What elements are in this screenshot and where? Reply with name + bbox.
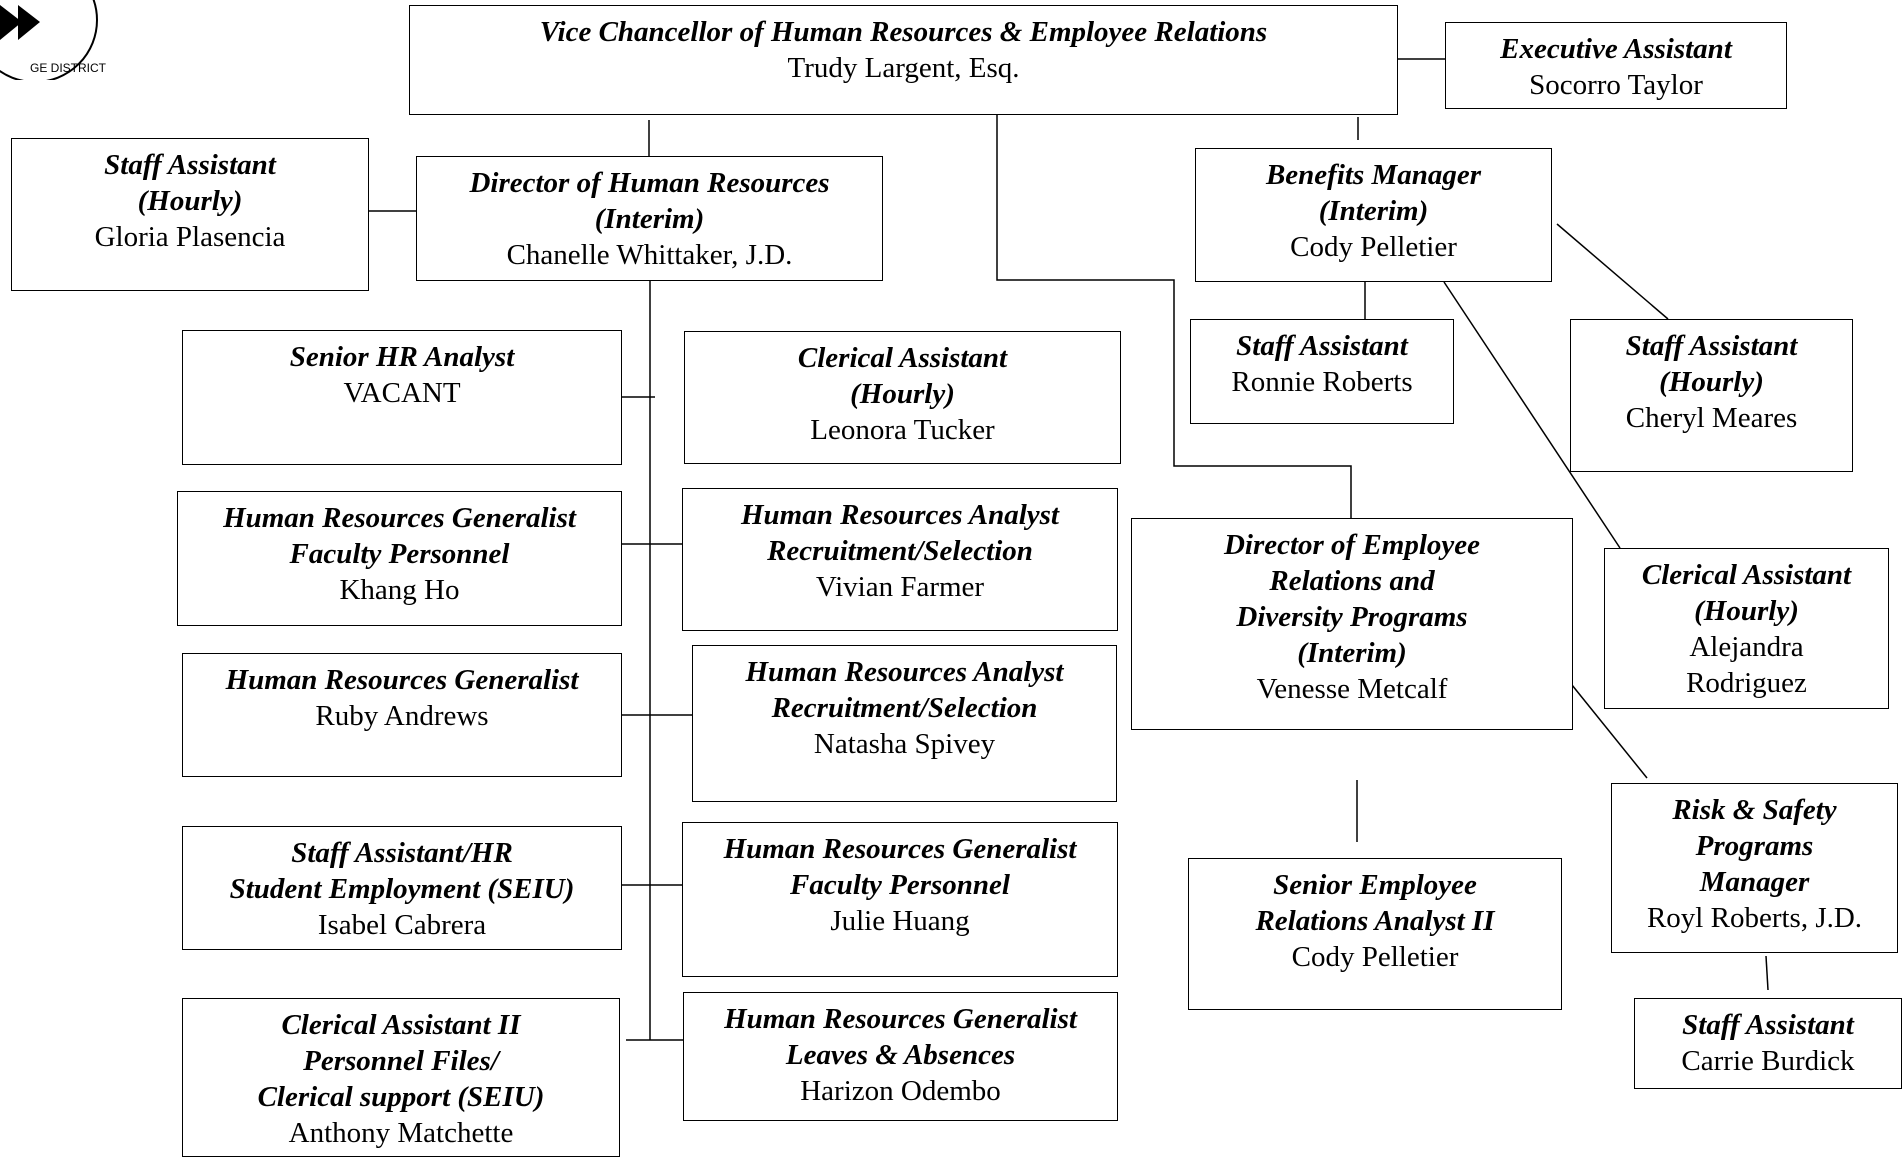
position-title: Vice Chancellor of Human Resources & Emp… xyxy=(539,16,1268,48)
position-benefits-mgr: Benefits Manager (Interim) Cody Pelletie… xyxy=(1195,148,1552,282)
position-name: Ronnie Roberts xyxy=(1231,366,1413,398)
position-dir-er: Director of Employee Relations and Diver… xyxy=(1131,518,1573,730)
position-title: Staff Assistant xyxy=(1236,330,1408,362)
position-title: Risk & Safety Programs Manager xyxy=(1672,794,1837,898)
position-clerical-alejandra: Clerical Assistant (Hourly) Alejandra Ro… xyxy=(1604,548,1889,709)
position-name: Leonora Tucker xyxy=(810,414,995,446)
position-title: Executive Assistant xyxy=(1500,33,1732,65)
position-name: Khang Ho xyxy=(339,574,460,606)
position-title: Staff Assistant xyxy=(1682,1009,1854,1041)
position-senior-hr-analyst: Senior HR Analyst VACANT xyxy=(182,330,622,465)
position-title: Staff Assistant (Hourly) xyxy=(104,149,276,217)
position-title: Director of Human Resources (Interim) xyxy=(469,167,830,235)
position-title: Human Resources Generalist Faculty Perso… xyxy=(223,502,576,570)
position-title: Human Resources Generalist Leaves & Abse… xyxy=(724,1003,1077,1071)
position-name: Isabel Cabrera xyxy=(317,909,487,941)
position-name: Ruby Andrews xyxy=(315,700,489,732)
district-logo: GE DISTRICT xyxy=(0,0,107,80)
position-name: Alejandra Rodriguez xyxy=(1686,631,1807,699)
position-hr-gen-harizon: Human Resources Generalist Leaves & Abse… xyxy=(683,992,1118,1121)
position-staff-asst-gloria: Staff Assistant (Hourly) Gloria Plasenci… xyxy=(11,138,369,291)
position-title: Staff Assistant/HR Student Employment (S… xyxy=(229,837,575,905)
position-title: Benefits Manager (Interim) xyxy=(1265,159,1482,227)
position-title: Human Resources Generalist Faculty Perso… xyxy=(723,833,1077,901)
position-title: Human Resources Analyst Recruitment/Sele… xyxy=(745,656,1064,724)
position-name: Cheryl Meares xyxy=(1625,402,1798,434)
position-name: Cody Pelletier xyxy=(1291,941,1459,973)
position-hr-analyst-natasha: Human Resources Analyst Recruitment/Sele… xyxy=(692,645,1117,802)
position-title: Human Resources Analyst Recruitment/Sele… xyxy=(741,499,1059,567)
position-title: Clerical Assistant (Hourly) xyxy=(1641,559,1852,627)
position-name: Anthony Matchette xyxy=(288,1117,514,1149)
position-title: Senior Employee Relations Analyst II xyxy=(1255,869,1495,937)
position-hr-gen-khang: Human Resources Generalist Faculty Perso… xyxy=(177,491,622,626)
position-title: Senior HR Analyst xyxy=(289,341,515,373)
position-hr-analyst-vivian: Human Resources Analyst Recruitment/Sele… xyxy=(682,488,1118,631)
position-hr-gen-ruby: Human Resources Generalist Ruby Andrews xyxy=(182,653,622,777)
position-clerical-anthony: Clerical Assistant II Personnel Files/ C… xyxy=(182,998,620,1157)
position-vc: Vice Chancellor of Human Resources & Emp… xyxy=(409,5,1398,115)
position-name: Royl Roberts, J.D. xyxy=(1646,902,1863,934)
position-dir-hr: Director of Human Resources (Interim) Ch… xyxy=(416,156,883,281)
position-name: Cody Pelletier xyxy=(1290,231,1457,263)
position-senior-er-analyst: Senior Employee Relations Analyst II Cod… xyxy=(1188,858,1562,1010)
position-name: Gloria Plasencia xyxy=(94,221,286,253)
position-title: Staff Assistant (Hourly) xyxy=(1625,330,1798,398)
position-title: Human Resources Generalist xyxy=(225,664,579,696)
position-name: Trudy Largent, Esq. xyxy=(787,52,1020,84)
position-risk-safety: Risk & Safety Programs Manager Royl Robe… xyxy=(1611,783,1898,953)
position-title: Clerical Assistant (Hourly) xyxy=(797,342,1008,410)
position-staff-asst-isabel: Staff Assistant/HR Student Employment (S… xyxy=(182,826,622,950)
position-clerical-leonora: Clerical Assistant (Hourly) Leonora Tuck… xyxy=(684,331,1121,464)
position-staff-asst-carrie: Staff Assistant Carrie Burdick xyxy=(1634,998,1902,1089)
position-staff-asst-ronnie: Staff Assistant Ronnie Roberts xyxy=(1190,319,1454,424)
position-name: Harizon Odembo xyxy=(800,1075,1001,1107)
position-title: Director of Employee Relations and Diver… xyxy=(1223,529,1481,669)
position-title: Clerical Assistant II Personnel Files/ C… xyxy=(257,1009,545,1113)
position-name: Venesse Metcalf xyxy=(1256,673,1448,705)
position-name: Natasha Spivey xyxy=(813,728,996,760)
position-name: Chanelle Whittaker, J.D. xyxy=(506,239,793,271)
position-staff-asst-cheryl: Staff Assistant (Hourly) Cheryl Meares xyxy=(1570,319,1853,472)
logo-text: GE DISTRICT xyxy=(30,61,107,75)
position-name: Carrie Burdick xyxy=(1681,1045,1855,1077)
position-name: Vivian Farmer xyxy=(815,571,985,603)
position-exec-asst: Executive Assistant Socorro Taylor xyxy=(1445,22,1787,109)
position-name: Socorro Taylor xyxy=(1529,69,1703,101)
position-name: Julie Huang xyxy=(830,905,970,937)
position-name: VACANT xyxy=(343,377,461,409)
position-hr-gen-julie: Human Resources Generalist Faculty Perso… xyxy=(682,822,1118,977)
